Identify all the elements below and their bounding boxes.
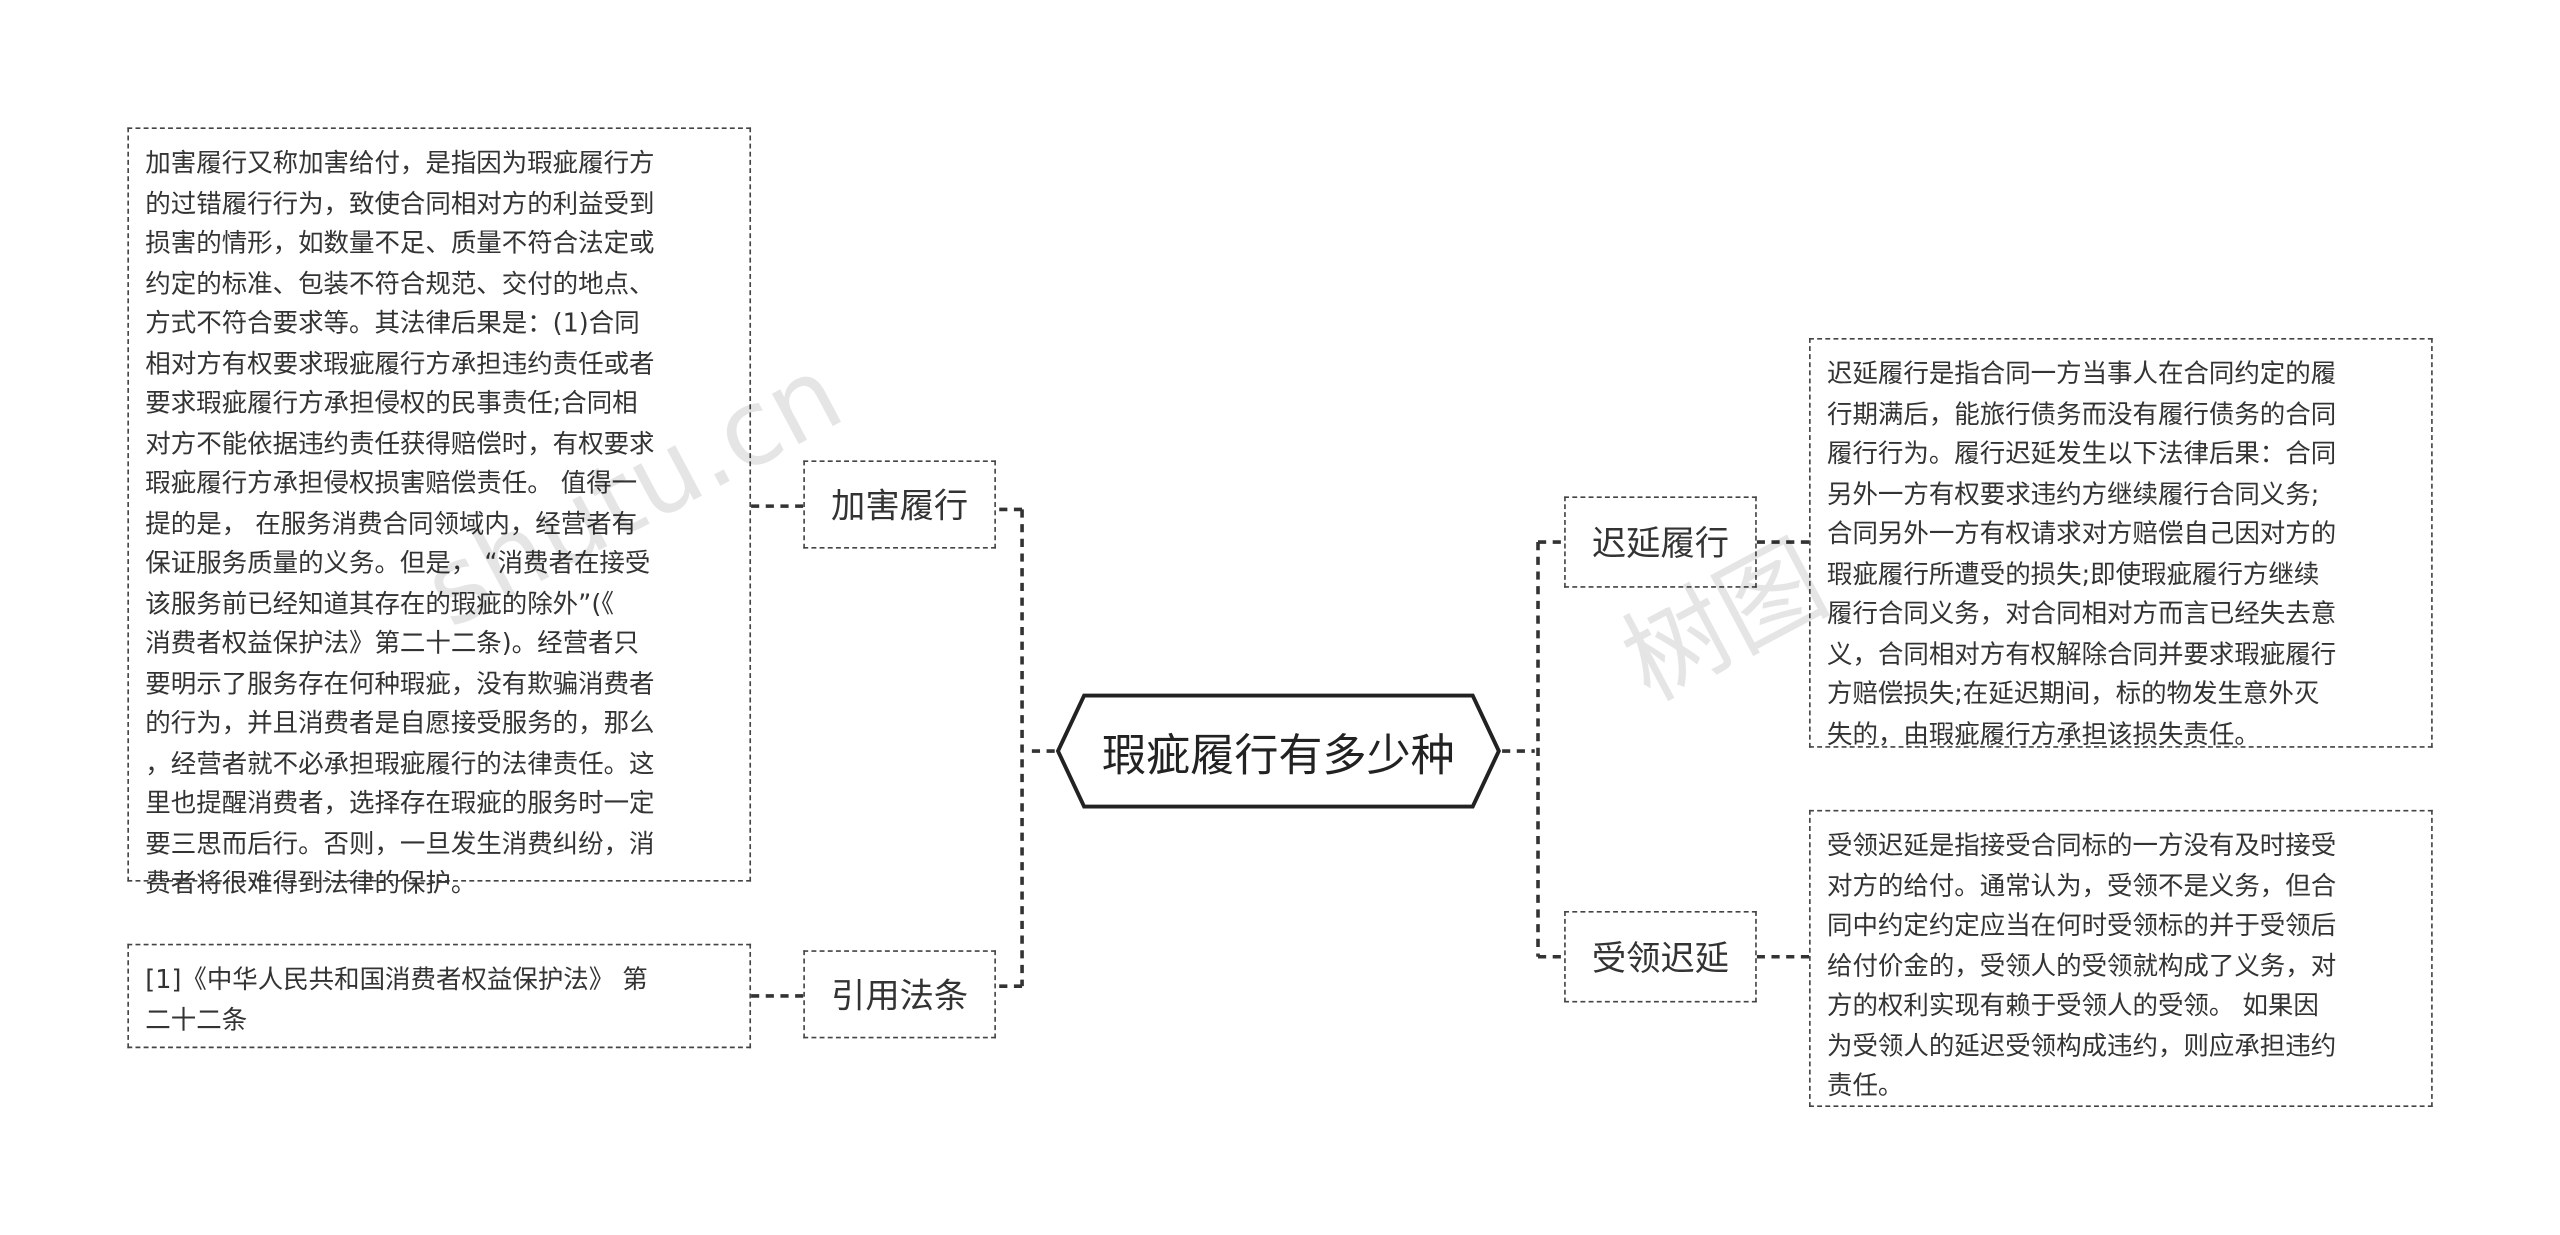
root-node-shape (1055, 693, 1501, 809)
detail-node-shouling: 受领迟延是指接受合同标的一方没有及时接受 对方的给付。通常认为，受领不是义务，但… (1809, 809, 2433, 1107)
branch-node-shouling[interactable]: 受领迟延 (1564, 911, 1757, 1003)
detail-node-yinyong: [1]《中华人民共和国消费者权益保护法》 第 二十二条 (127, 943, 752, 1049)
branch-node-jiahai[interactable]: 加害履行 (803, 460, 996, 549)
detail-node-chiyan: 迟延履行是指合同一方当事人在合同约定的履 行期满后，能旅行债务而没有履行债务的合… (1809, 337, 2433, 749)
detail-node-jiahai: 加害履行又称加害给付，是指因为瑕疵履行方 的过错履行行为，致使合同相对方的利益受… (127, 127, 752, 898)
root-node-label: 瑕疵履行有多少种 (1102, 730, 1455, 782)
mindmap-canvas: 瑕疵履行有多少种 加害履行 引用法条 迟延履行 受领迟延 加害履行又称加害给付，… (127, 127, 2433, 1107)
branch-node-yinyong[interactable]: 引用法条 (803, 950, 996, 1039)
root-node[interactable]: 瑕疵履行有多少种 (1055, 692, 1502, 810)
branch-node-chiyan[interactable]: 迟延履行 (1564, 496, 1757, 588)
connector-lines (751, 504, 1810, 998)
